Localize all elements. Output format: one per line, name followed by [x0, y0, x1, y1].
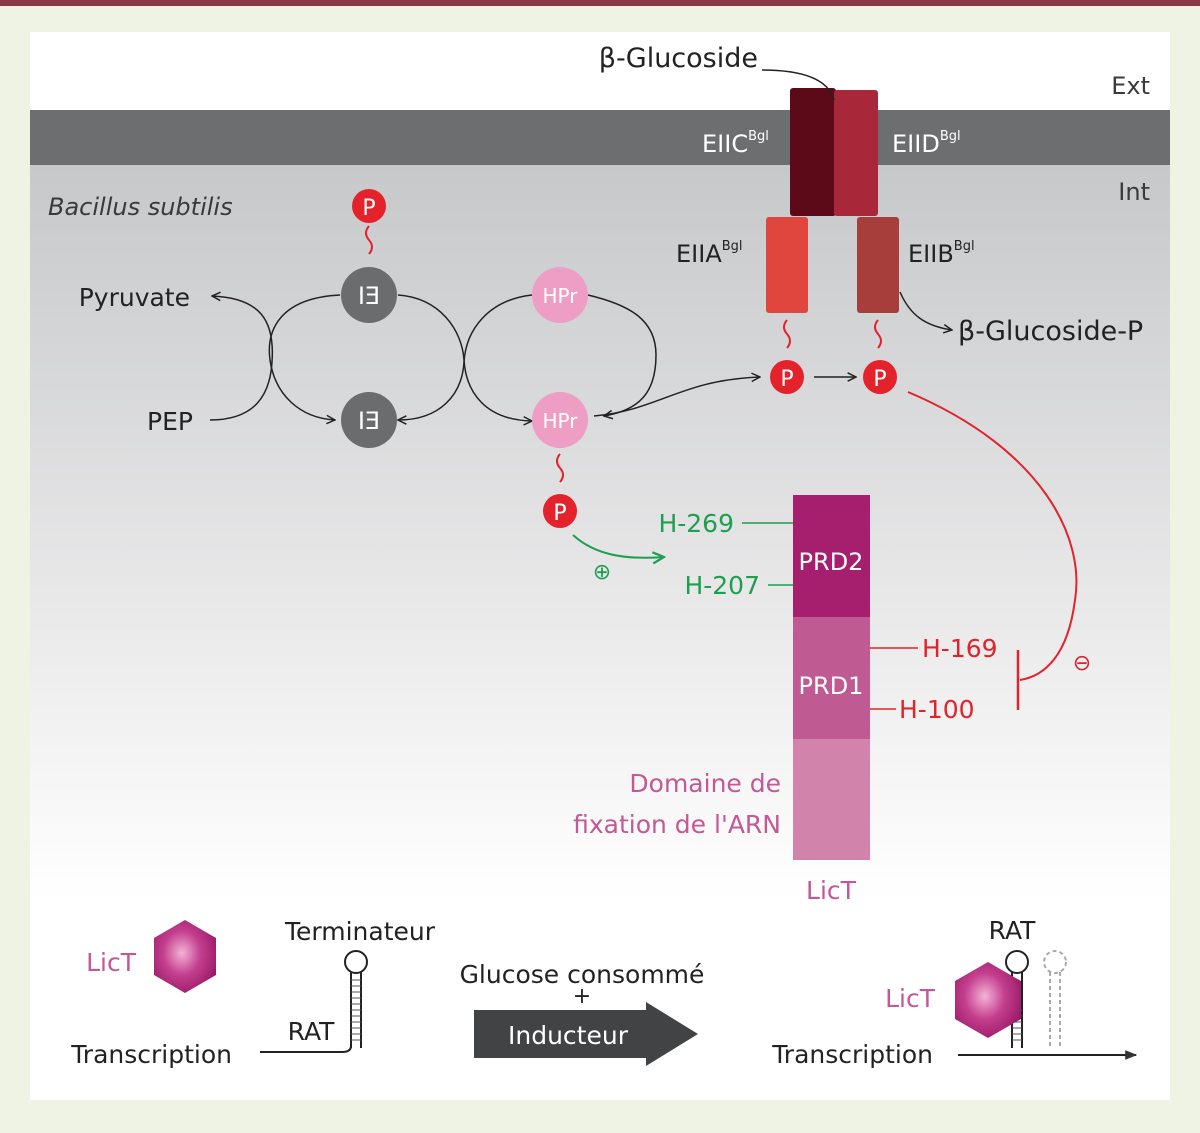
rat-right-label: RAT — [989, 916, 1037, 945]
hpr-phospho-linker — [556, 453, 564, 483]
rna-domain-label-line2: fixation de l'ARN — [573, 810, 781, 839]
pep-label: PEP — [147, 407, 193, 436]
phospho-hpr: P — [543, 494, 577, 528]
eiia-label: EIIABgl — [676, 239, 743, 268]
activation-arrow — [572, 534, 664, 558]
svg-text:HPr: HPr — [543, 284, 579, 308]
organism-label: Bacillus subtilis — [48, 193, 233, 221]
rna-domain-label-line1: Domaine de — [629, 769, 781, 798]
activation-plus-sign: ⊕ — [593, 560, 611, 585]
beta-glucoside-label: β-Glucoside — [599, 43, 758, 74]
h207-label: H-207 — [684, 571, 760, 600]
condition-arrow — [474, 1002, 698, 1066]
terminateur-label: Terminateur — [284, 917, 436, 946]
pts-cycle-curves — [209, 295, 760, 421]
top-band — [0, 0, 1200, 6]
ei-phospho-linker — [365, 225, 373, 255]
eiib-label: EIIBBgl — [908, 239, 975, 268]
eiia-bgl-block — [766, 217, 808, 313]
terminator-hairpin-left — [260, 950, 368, 1053]
eiic-label: EIICBgl — [702, 129, 769, 158]
lict-hexagon-left — [154, 920, 216, 993]
product-arrow — [899, 291, 952, 330]
cytoplasm — [30, 165, 1170, 900]
eiib-phospho-linker — [874, 319, 882, 349]
terminator-hairpin-ghost — [1043, 950, 1067, 1048]
eiib-bgl-block — [857, 217, 899, 313]
h269-label: H-269 — [658, 509, 734, 538]
lict-protein-label: LicT — [806, 876, 857, 905]
inhibition-curve — [907, 391, 1078, 681]
beta-glucoside-p-label: β-Glucoside-P — [958, 316, 1143, 347]
ei-bottom-node: EI — [341, 392, 397, 448]
svg-text:EI: EI — [358, 282, 380, 310]
ei-top-node: EI — [341, 267, 397, 323]
eiia-phospho-linker — [783, 319, 791, 349]
svg-text:P: P — [362, 196, 375, 221]
condition-glucose-label: Glucose consommé — [460, 960, 705, 989]
lict-hexagon-right — [955, 962, 1021, 1038]
svg-text:P: P — [873, 367, 886, 392]
prd2-label: PRD2 — [799, 548, 864, 576]
rat-left-label: RAT — [288, 1017, 336, 1046]
prd2-domain — [793, 495, 870, 617]
hpr-top-node: HPr — [532, 267, 588, 323]
svg-text:EI: EI — [358, 407, 380, 435]
eiic-bgl-block — [790, 88, 836, 216]
inducteur-label: Inducteur — [508, 1021, 629, 1050]
eiid-label: EIIDBgl — [892, 129, 961, 158]
svg-text:P: P — [780, 367, 793, 392]
int-label: Int — [1118, 178, 1150, 206]
transcription-right-label: Transcription — [771, 1040, 933, 1069]
svg-text:HPr: HPr — [543, 409, 579, 433]
ext-label: Ext — [1111, 72, 1150, 100]
rna-binding-domain — [793, 739, 870, 860]
eiid-bgl-block — [834, 90, 878, 216]
phospho-ei: P — [352, 189, 386, 223]
inhibition-minus-sign: ⊖ — [1073, 651, 1091, 676]
substrate-connector — [761, 69, 835, 101]
condition-plus-label: + — [573, 984, 591, 1009]
prd1-domain — [793, 617, 870, 739]
phospho-eiib: P — [863, 360, 897, 394]
h100-label: H-100 — [899, 695, 975, 724]
membrane — [30, 110, 1170, 165]
h169-label: H-169 — [922, 634, 998, 663]
svg-text:P: P — [553, 501, 566, 526]
lict-left-label: LicT — [86, 948, 137, 977]
hpr-bottom-node: HPr — [532, 392, 588, 448]
transcription-left-label: Transcription — [70, 1040, 232, 1069]
prd1-label: PRD1 — [799, 672, 864, 700]
phospho-eiia: P — [770, 360, 804, 394]
pyruvate-label: Pyruvate — [79, 283, 190, 312]
lict-right-label: LicT — [885, 984, 936, 1013]
